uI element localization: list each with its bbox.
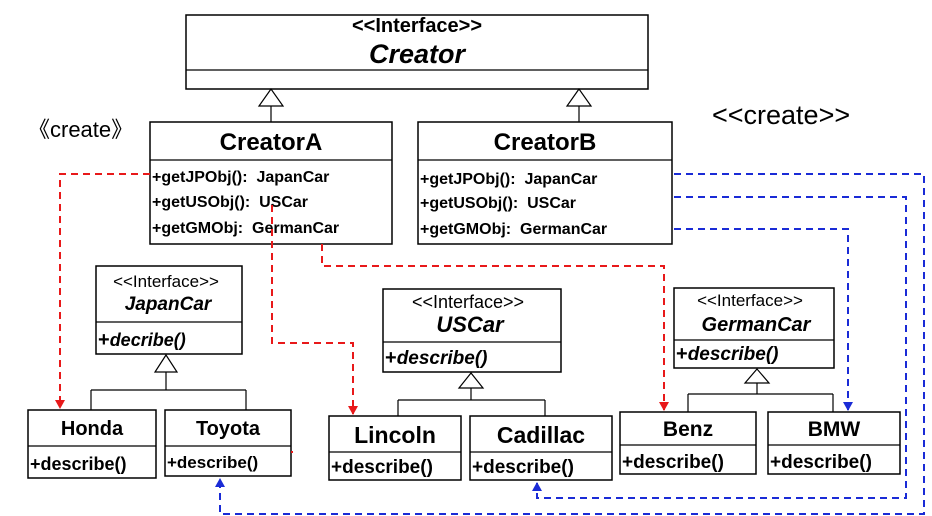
creator-a-method: +getJPObj(): JapanCar <box>152 169 329 186</box>
benz-method: +describe() <box>622 452 724 473</box>
creator-a-method: +getGMObj: GermanCar <box>152 220 339 237</box>
bmw-class: BMW +describe() <box>767 411 901 475</box>
toyota-method: +describe() <box>167 453 258 472</box>
blue-dependency-lines <box>215 173 925 515</box>
bmw-method: +describe() <box>770 452 872 473</box>
germancar-stereotype: <<Interface>> <box>697 291 803 310</box>
japancar-interface: <<Interface>> JapanCar +decribe() <box>95 265 243 355</box>
honda-method: +describe() <box>30 454 127 474</box>
uscar-interface: <<Interface>> USCar +describe() <box>382 288 562 373</box>
creator-a-class: CreatorA +getJPObj(): JapanCar +getUSObj… <box>149 121 393 245</box>
create-label-right: <<create>> <box>712 100 850 130</box>
bmw-name: BMW <box>808 418 861 441</box>
honda-class: Honda +describe() <box>27 409 157 479</box>
creator-b-method: +getGMObj: GermanCar <box>420 221 607 238</box>
germancar-method: +describe() <box>676 343 779 365</box>
japancar-name: JapanCar <box>125 294 213 315</box>
germancar-interface: <<Interface>> GermanCar +describe() <box>673 287 835 369</box>
red-dependency-lines <box>55 173 669 453</box>
japancar-stereotype: <<Interface>> <box>113 272 219 291</box>
toyota-name: Toyota <box>196 418 261 440</box>
lincoln-name: Lincoln <box>354 422 436 448</box>
japancar-inheritance <box>90 353 247 410</box>
japancar-method: +decribe() <box>98 329 186 351</box>
uscar-inheritance <box>397 372 546 416</box>
toyota-class: Toyota +describe() <box>164 409 292 477</box>
germancar-inheritance <box>687 368 834 412</box>
cadillac-class: Cadillac +describe() <box>469 415 613 481</box>
cadillac-method: +describe() <box>472 457 574 478</box>
creator-a-method: +getUSObj(): USCar <box>152 194 308 211</box>
creator-b-method: +getUSObj(): USCar <box>420 195 576 212</box>
creator-stereotype: <<Interface>> <box>352 15 482 37</box>
uscar-method: +describe() <box>385 347 488 369</box>
creator-b-class: CreatorB +getJPObj(): JapanCar +getUSObj… <box>417 121 673 245</box>
creator-a-name: CreatorA <box>220 129 323 156</box>
cadillac-name: Cadillac <box>497 422 585 448</box>
lincoln-method: +describe() <box>331 457 433 478</box>
creator-name: Creator <box>369 39 467 69</box>
uscar-stereotype: <<Interface>> <box>412 292 524 312</box>
lincoln-class: Lincoln +describe() <box>328 415 462 481</box>
uscar-name: USCar <box>436 312 505 337</box>
create-label-left: 《create》 <box>28 117 133 142</box>
creator-inheritance-arrows <box>257 87 593 122</box>
germancar-name: GermanCar <box>702 314 812 336</box>
honda-name: Honda <box>61 418 124 440</box>
creator-b-method: +getJPObj(): JapanCar <box>420 171 597 188</box>
benz-name: Benz <box>663 418 713 441</box>
creator-b-name: CreatorB <box>494 129 597 156</box>
creator-interface: <<Interface>> Creator <box>185 14 649 90</box>
benz-class: Benz +describe() <box>619 411 757 475</box>
